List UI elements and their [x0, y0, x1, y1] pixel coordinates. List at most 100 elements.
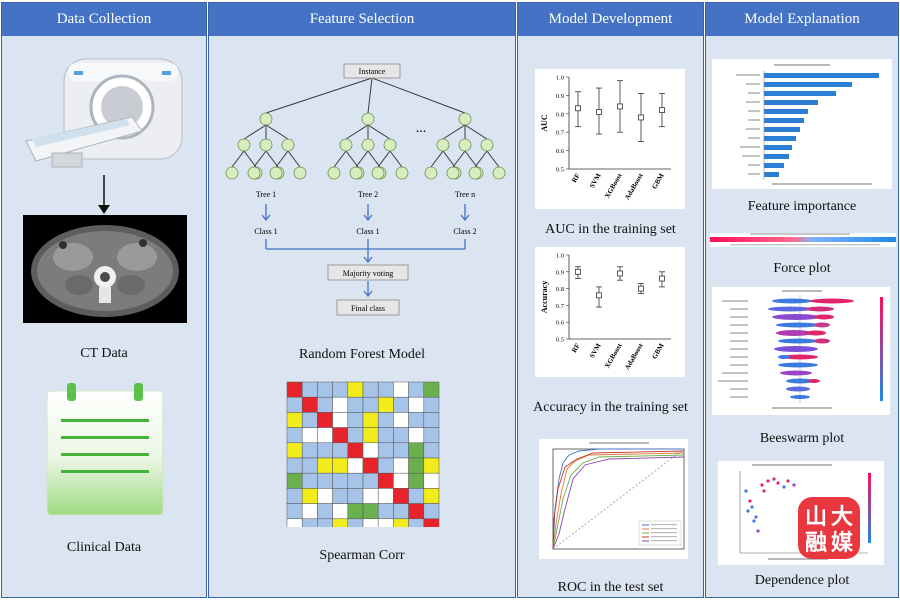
corr-cell [286, 396, 303, 413]
dependence-caption: Dependence plot [754, 573, 850, 588]
corr-cell [423, 412, 440, 428]
x-tick-label: SVM [588, 342, 603, 360]
y-tick-label: 1.0 [556, 75, 564, 82]
tree-3-node-8 [468, 166, 482, 180]
corr-cell [362, 488, 379, 504]
corr-cell [423, 488, 440, 504]
point-marker [596, 109, 602, 115]
corr-cell [423, 381, 440, 398]
tree-2-node-1 [339, 138, 353, 152]
ct-slice-image [23, 215, 187, 323]
watermark-char-1: 山 [805, 504, 827, 529]
more-trees-ellipsis: ... [416, 121, 427, 136]
column-header-model-explanation: Model Explanation [706, 3, 898, 36]
corr-cell [347, 396, 364, 413]
point-marker [575, 268, 581, 275]
corr-cell [301, 381, 318, 398]
corr-cell [408, 457, 425, 474]
corr-cell [286, 442, 303, 459]
corr-cell [377, 488, 394, 504]
corr-cell [317, 518, 333, 527]
random-forest-caption: Random Forest Model [299, 347, 425, 362]
y-axis-label: AUC [540, 114, 549, 132]
column-header-feature-selection: Feature Selection [209, 3, 515, 36]
corr-cell [408, 381, 425, 398]
corr-cell [408, 503, 425, 520]
corr-cell [393, 396, 409, 413]
x-tick-label: AdaBoost [623, 171, 645, 201]
point-marker [617, 103, 623, 110]
tree-3-node-0 [458, 112, 472, 126]
tree-3-node-1 [436, 138, 450, 152]
corr-cell [332, 381, 349, 398]
tree-n-class-label: Class 2 [453, 227, 476, 236]
corr-cell [377, 381, 394, 398]
roc-caption: ROC in the test set [557, 580, 664, 595]
corr-cell [347, 488, 364, 504]
ct-scanner-illustration [25, 58, 183, 168]
corr-cell [301, 472, 318, 489]
corr-cell [362, 472, 379, 489]
corr-cell [332, 488, 349, 504]
corr-cell [286, 457, 303, 474]
corr-cell [286, 412, 303, 428]
y-tick-label: 0.7 [556, 130, 565, 137]
y-tick-label: 0.6 [556, 320, 565, 327]
tree-2-label: Tree 2 [358, 190, 378, 199]
corr-cell [362, 381, 379, 398]
tree-1-node-2 [259, 138, 273, 152]
corr-cell [317, 472, 333, 489]
tree-1-node-6 [247, 166, 261, 180]
tree-2-node-3 [383, 138, 397, 152]
column-model-explanation: Model Explanation [705, 2, 899, 598]
y-tick-label: 1.0 [556, 253, 564, 260]
corr-cell [377, 472, 394, 489]
y-tick-label: 0.9 [556, 269, 564, 276]
tree-1-node-9 [293, 166, 307, 180]
corr-cell [301, 488, 318, 504]
force-plot [710, 233, 896, 247]
point-marker [596, 292, 602, 299]
feature-importance-caption: Feature importance [747, 199, 857, 214]
corr-cell [286, 472, 303, 489]
spearman-correlation-heatmap [286, 381, 440, 527]
x-tick-label: AdaBoost [623, 341, 645, 371]
corr-cell [377, 518, 394, 527]
force-plot-caption: Force plot [773, 261, 831, 276]
corr-cell [377, 427, 394, 444]
watermark-char-4: 媒 [831, 530, 854, 555]
corr-cell [423, 457, 440, 474]
corr-cell [408, 488, 425, 504]
auc-caption: AUC in the training set [545, 222, 676, 237]
corr-cell [347, 472, 364, 489]
tree-1-label: Tree 1 [256, 190, 276, 199]
tree-2-node-9 [395, 166, 409, 180]
clinical-clipboard-icon [46, 383, 164, 516]
corr-cell [301, 396, 318, 413]
y-tick-label: 0.8 [556, 286, 564, 293]
y-tick-label: 0.5 [556, 337, 564, 344]
column-header-data-collection: Data Collection [2, 3, 206, 36]
corr-cell [317, 488, 333, 504]
tree-3-node-6 [446, 166, 460, 180]
random-forest-diagram: Instance ... Tree 1 Tree 2 Tree n Class … [225, 63, 506, 316]
corr-cell [332, 427, 349, 444]
majority-voting-box [327, 264, 409, 281]
corr-cell [286, 427, 303, 444]
tree-3-node-9 [492, 166, 506, 180]
tree-2-node-2 [361, 138, 375, 152]
tree-1-node-0 [259, 112, 273, 126]
tree-1-node-8 [269, 166, 283, 180]
point-marker [575, 105, 581, 112]
corr-cell [347, 503, 364, 520]
corr-cell [362, 427, 379, 444]
beeswarm-plot [712, 287, 890, 415]
corr-cell [393, 381, 409, 398]
corr-cell [332, 396, 349, 413]
tree-3-node-2 [458, 138, 472, 152]
corr-cell [301, 457, 318, 474]
point-marker [617, 270, 623, 277]
